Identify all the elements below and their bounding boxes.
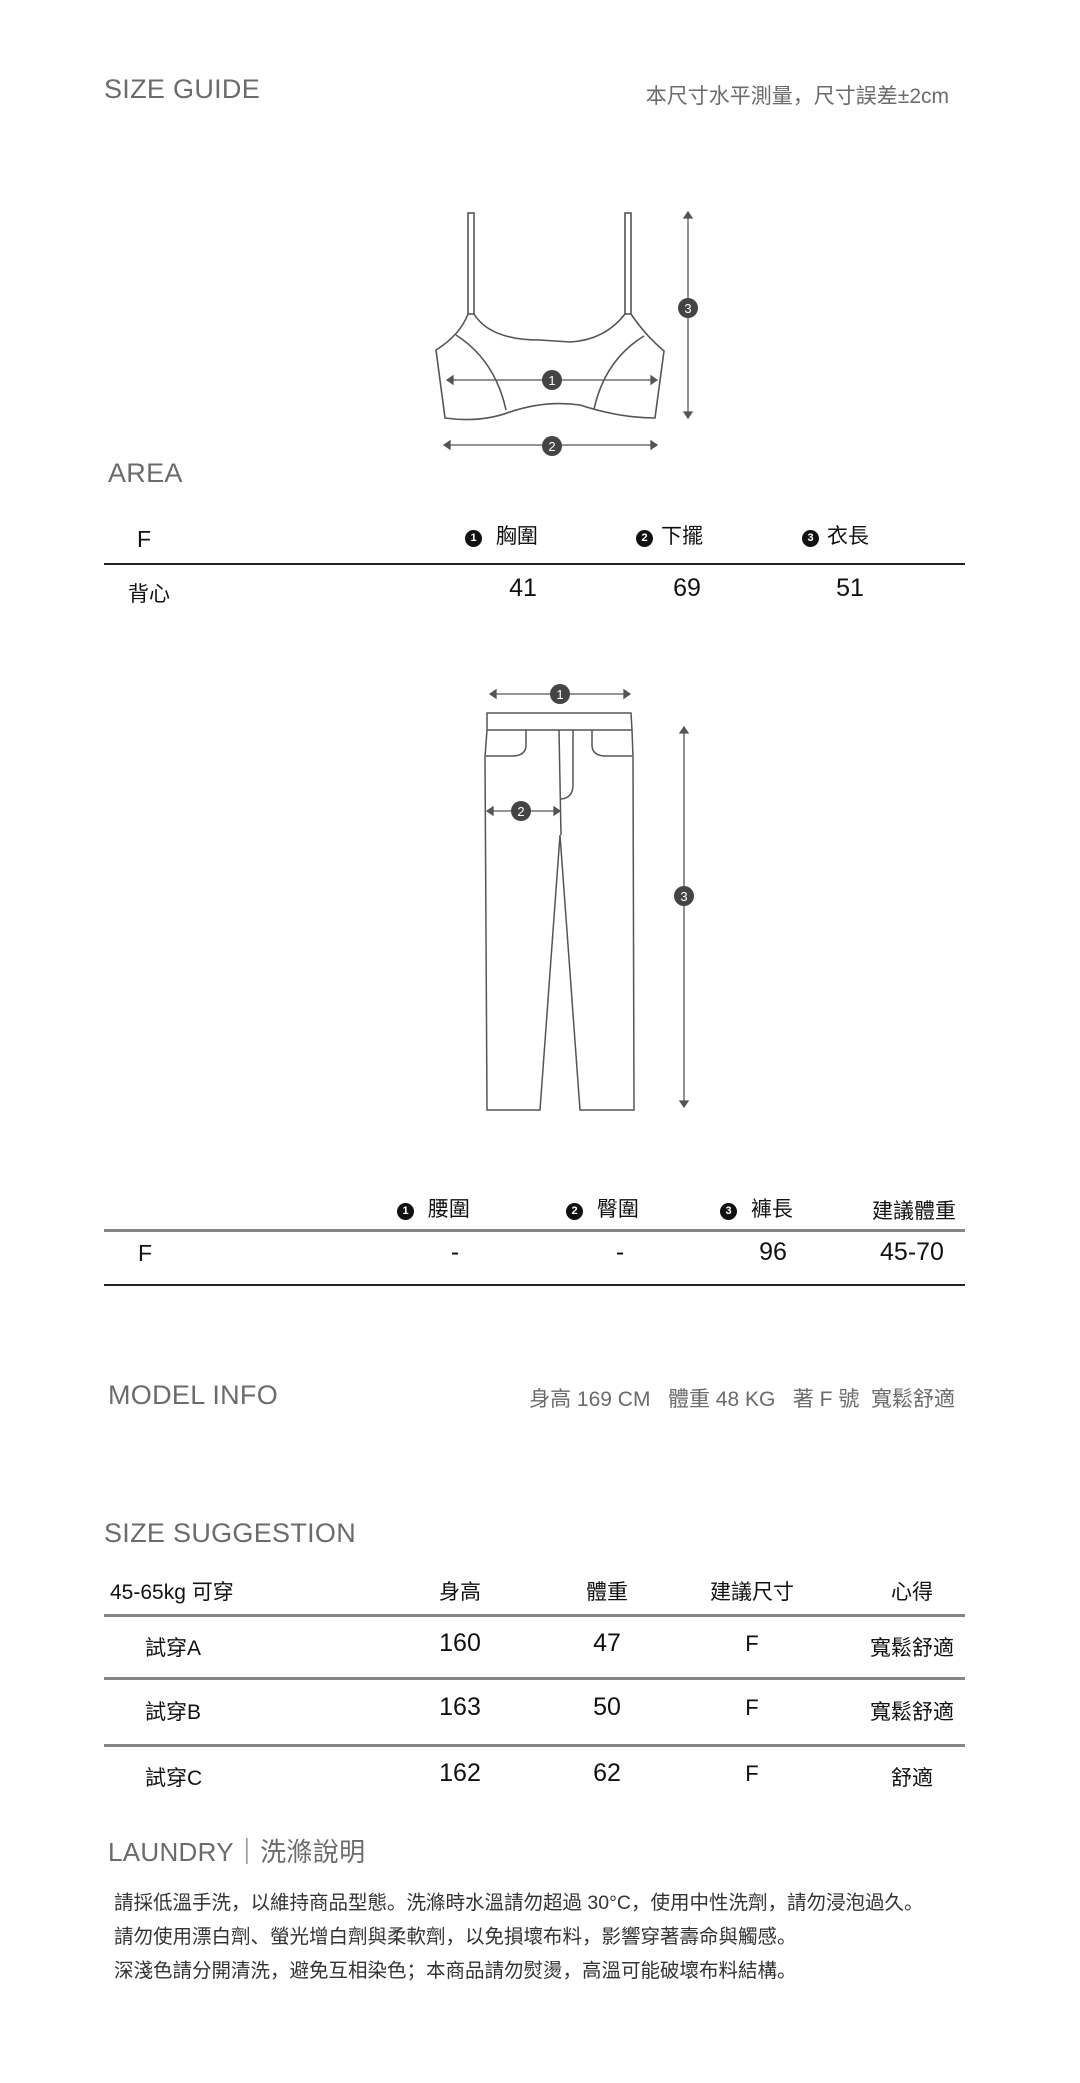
- svg-text:3: 3: [680, 889, 687, 904]
- laundry-instructions: 請採低溫手洗，以維持商品型態。洗滌時水溫請勿超過 30°C，使用中性洗劑，請勿浸…: [114, 1886, 924, 1988]
- suggestion-row-comment: 寬鬆舒適: [870, 1701, 954, 1724]
- marker-3-icon: 3: [674, 886, 694, 906]
- size-guide-title: SIZE GUIDE: [104, 74, 261, 104]
- area-table-rule: [104, 563, 965, 565]
- svg-text:3: 3: [684, 301, 691, 316]
- pants-value-hip: -: [615, 1238, 625, 1266]
- suggestion-header-weight: 體重: [586, 1581, 628, 1604]
- svg-text:1: 1: [556, 687, 563, 702]
- number-1-icon: 1: [465, 529, 482, 547]
- pants-header-hip: 2 臀圍: [566, 1193, 639, 1223]
- area-header-chest: 1 胸圍: [465, 520, 538, 550]
- marker-1-icon: 1: [550, 684, 570, 704]
- size-suggestion-title: SIZE SUGGESTION: [104, 1518, 357, 1548]
- suggestion-row-name: 試穿B: [145, 1701, 202, 1724]
- laundry-line: 請採低溫手洗，以維持商品型態。洗滌時水溫請勿超過 30°C，使用中性洗劑，請勿浸…: [114, 1892, 924, 1914]
- suggestion-row-size: F: [745, 1761, 759, 1786]
- suggestion-row-height: 160: [439, 1629, 481, 1657]
- suggestion-row-size: F: [745, 1695, 759, 1720]
- suggestion-row-name: 試穿A: [145, 1637, 202, 1660]
- number-2-icon: 2: [566, 1202, 583, 1220]
- suggestion-row-comment: 寬鬆舒適: [870, 1637, 954, 1660]
- pants-table-bottom-rule: [104, 1284, 965, 1286]
- svg-text:2: 2: [517, 804, 524, 819]
- marker-2-icon: 2: [542, 436, 562, 456]
- pants-value-length: 96: [759, 1238, 787, 1266]
- svg-text:1: 1: [548, 373, 555, 388]
- measurement-note: 本尺寸水平測量，尺寸誤差±2cm: [645, 85, 949, 108]
- suggestion-header-height: 身高: [439, 1581, 481, 1604]
- area-value-length: 51: [836, 574, 864, 602]
- suggestion-header-rule: [104, 1614, 965, 1617]
- suggestion-row-weight: 50: [593, 1693, 621, 1721]
- pants-value-waist: -: [450, 1238, 460, 1266]
- suggestion-row-height: 163: [439, 1693, 481, 1721]
- pants-header-waist: 1 腰圍: [397, 1193, 470, 1223]
- pants-header-length: 3 褲長: [720, 1193, 793, 1223]
- suggestion-row-comment: 舒適: [891, 1767, 933, 1790]
- camisole-diagram-icon: 1 2 3: [435, 210, 698, 456]
- number-2-icon: 2: [636, 529, 653, 547]
- area-size-label: F: [137, 526, 152, 552]
- model-info-details: 身高 169 CM 體重 48 KG 著 F 號 寬鬆舒適: [529, 1388, 955, 1411]
- pants-value-weight: 45-70: [880, 1238, 944, 1266]
- pants-diagram-icon: 1 2 3: [484, 684, 694, 1111]
- pants-table-header-rule: [104, 1229, 965, 1232]
- number-3-icon: 3: [720, 1202, 737, 1220]
- number-1-icon: 1: [397, 1202, 414, 1220]
- number-3-icon: 3: [802, 529, 819, 547]
- suggestion-row-height: 162: [439, 1759, 481, 1787]
- marker-2-icon: 2: [511, 801, 531, 821]
- suggestion-header-range: 45-65kg 可穿: [110, 1581, 234, 1604]
- suggestion-row-size: F: [745, 1631, 759, 1656]
- svg-text:2: 2: [548, 439, 555, 454]
- suggestion-header-size: 建議尺寸: [710, 1581, 794, 1604]
- area-row-name: 背心: [128, 583, 170, 606]
- suggestion-row-rule: [104, 1744, 965, 1747]
- marker-1-icon: 1: [542, 370, 562, 390]
- area-value-hem: 69: [673, 574, 701, 602]
- laundry-title: LAUNDRY｜洗滌說明: [108, 1837, 366, 1867]
- suggestion-header-comment: 心得: [891, 1581, 933, 1604]
- suggestion-row-weight: 62: [593, 1759, 621, 1787]
- area-title: AREA: [108, 458, 183, 488]
- pants-row-name: F: [138, 1240, 153, 1266]
- marker-3-icon: 3: [678, 298, 698, 318]
- model-info-title: MODEL INFO: [108, 1380, 279, 1410]
- laundry-line: 請勿使用漂白劑、螢光增白劑與柔軟劑，以免損壞布料，影響穿著壽命與觸感。: [114, 1926, 797, 1948]
- suggestion-row-weight: 47: [593, 1629, 621, 1657]
- suggestion-row-rule: [104, 1677, 965, 1680]
- area-value-chest: 41: [509, 574, 537, 602]
- laundry-line: 深淺色請分開清洗，避免互相染色；本商品請勿熨燙，高溫可能破壞布料結構。: [114, 1960, 797, 1982]
- pants-header-weight: 建議體重: [872, 1200, 956, 1223]
- suggestion-row-name: 試穿C: [145, 1767, 203, 1790]
